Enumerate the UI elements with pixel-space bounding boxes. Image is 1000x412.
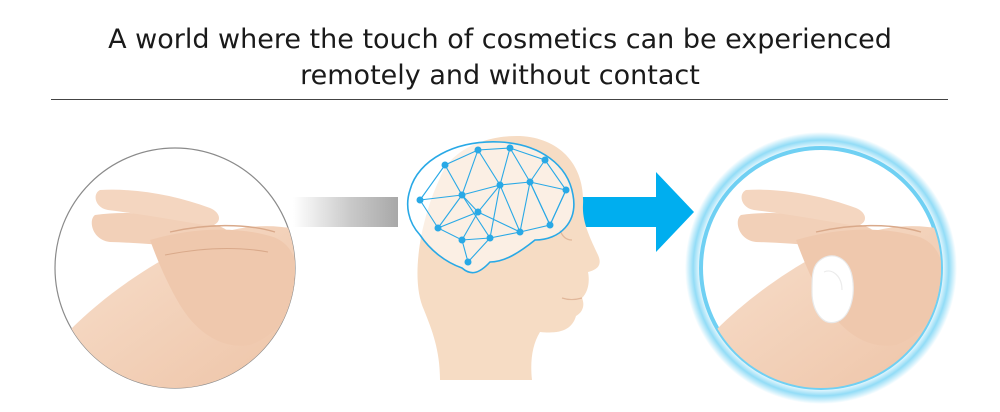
head-with-brain-network-icon [406,135,600,380]
title-divider [51,99,948,100]
page-title: A world where the touch of cosmetics can… [40,22,960,94]
title-line-1: A world where the touch of cosmetics can… [108,24,892,55]
hands-with-cream-illustration [685,132,957,404]
output-arrow-icon [576,172,694,252]
title-line-2: remotely and without contact [300,60,700,91]
hands-touching-illustration [54,147,296,389]
input-gradient-bar [293,197,398,227]
